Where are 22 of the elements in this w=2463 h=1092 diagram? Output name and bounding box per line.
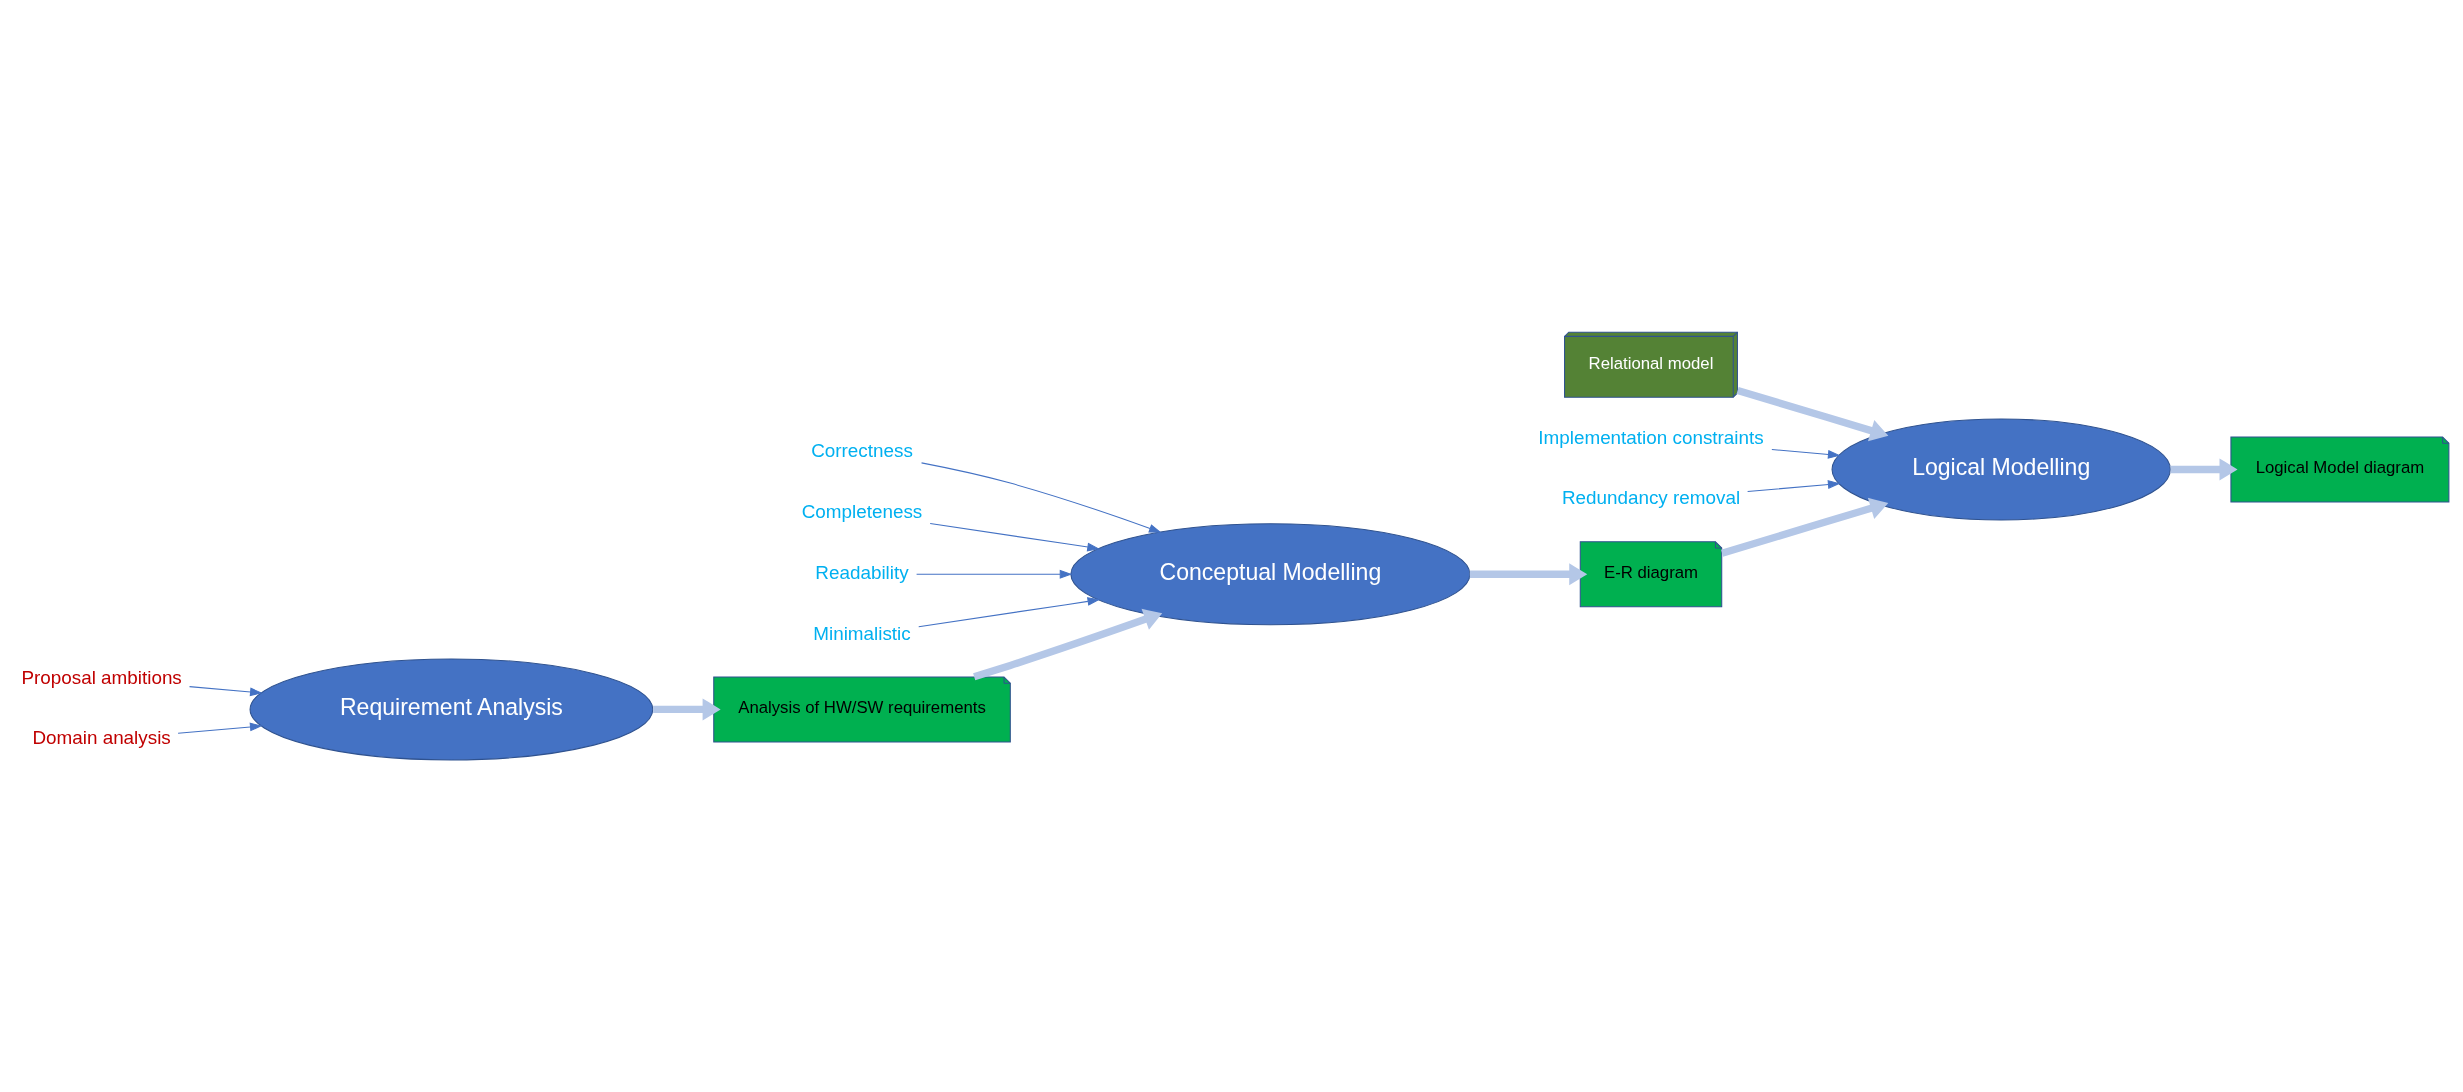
arrow [1771,449,1841,459]
arrow [177,722,263,734]
node-text: Correctness [811,440,913,462]
arrow [921,462,1162,533]
arrow [2170,458,2238,481]
node-text: Implementation constraints [1538,426,1764,448]
node-text: Redundancy removal [1561,487,1741,509]
arrow [918,597,1101,628]
node-text: Domain analysis [32,727,171,749]
arrow [1721,497,1889,557]
arrow [1747,480,1841,493]
arrow [973,608,1163,681]
arrow [916,569,1073,579]
arrow [929,522,1100,552]
arrow [653,698,721,721]
node-text: Proposal ambitions [21,666,182,688]
node-text: Completeness [801,501,923,523]
arrow [189,686,263,697]
node-text: Readability [815,561,909,583]
arrow [1469,563,1588,586]
arrow [1736,386,1889,442]
node-text: Minimalistic [813,622,911,644]
